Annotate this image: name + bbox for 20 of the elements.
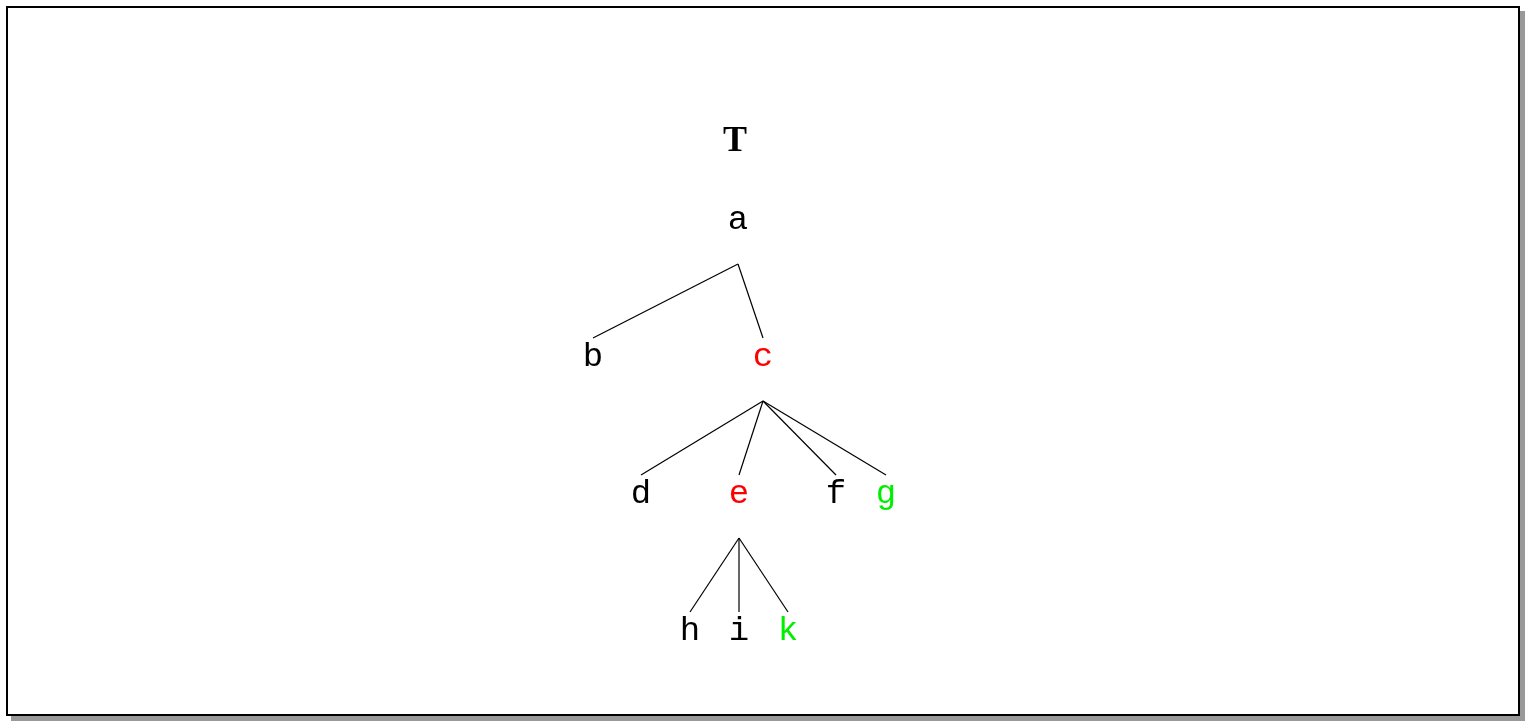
tree-node-label: a [720, 201, 756, 264]
tree-branch-line [640, 400, 764, 476]
tree-branch-line [738, 537, 789, 613]
tree-title: T [722, 118, 748, 160]
tree-node-label: h [672, 612, 708, 675]
tree-node-label: b [575, 338, 611, 401]
tree-branch-line [592, 263, 739, 339]
tree-node-label: d [623, 475, 659, 538]
tree-node-label: c [745, 338, 781, 401]
tree-branch-line [738, 400, 764, 476]
tree-node-label: e [721, 475, 757, 538]
tree-node-label: f [818, 475, 854, 538]
tree-branch-line [737, 263, 764, 339]
tree-node-label: i [721, 612, 757, 675]
tree-branch-line [762, 400, 887, 476]
tree-branch-line [689, 537, 740, 613]
tree-branch-line [762, 400, 837, 476]
tree-branch-line [738, 537, 740, 613]
tree-node-label: k [770, 612, 806, 675]
tree-node-label: g [868, 475, 904, 538]
